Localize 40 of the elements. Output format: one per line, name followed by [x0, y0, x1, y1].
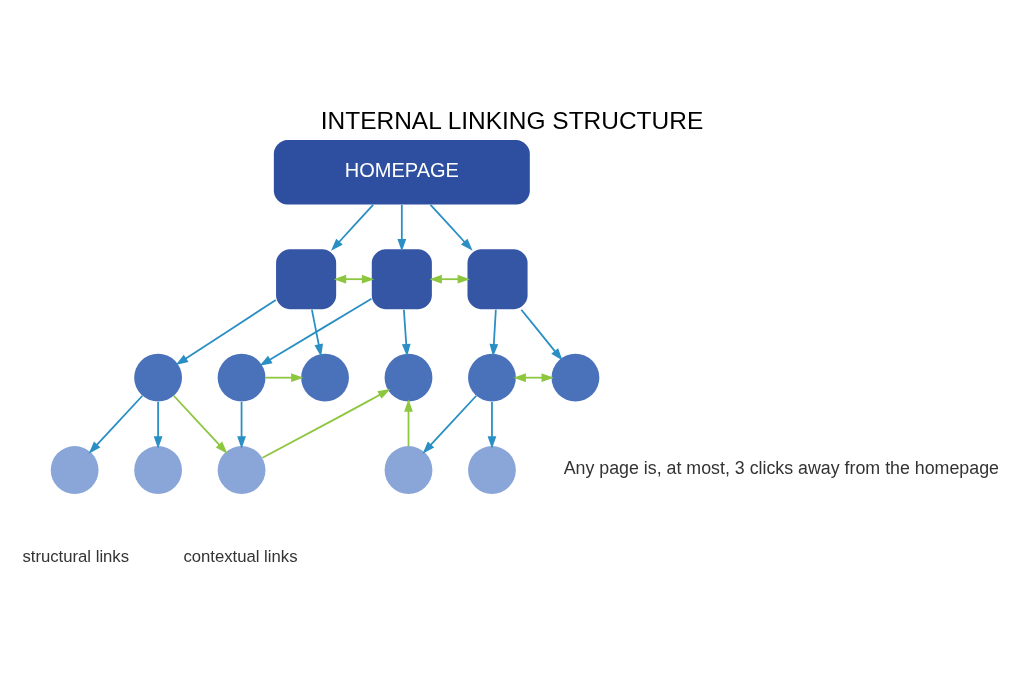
legend-label: contextual links: [183, 547, 298, 567]
label: Any page is, at most, 3 clicks away from the homepage: [563, 458, 999, 479]
node-circle: [384, 353, 433, 402]
node-circle: [301, 353, 349, 402]
node-box: [276, 249, 337, 310]
arrow: [261, 388, 391, 459]
arrow: [175, 299, 277, 366]
node-box: [467, 249, 528, 310]
node-circle: [468, 353, 516, 402]
node-box: HOMEPAGE: [273, 140, 530, 205]
arrow: [513, 373, 555, 383]
arrow: [88, 394, 144, 454]
arrow: [489, 308, 499, 357]
arrow: [520, 308, 563, 361]
node-circle: [134, 446, 182, 494]
legend-label: structural links: [22, 547, 130, 567]
arrow: [429, 274, 471, 284]
arrow: [404, 399, 413, 447]
arrow: [333, 274, 375, 284]
node-circle: [551, 353, 600, 402]
arrow: [153, 401, 163, 449]
arrow: [331, 203, 374, 251]
node-circle: [217, 446, 266, 494]
node-box: [371, 249, 432, 310]
arrow: [264, 373, 304, 383]
node-circle: [134, 353, 182, 402]
arrow: [401, 308, 411, 357]
arrow: [259, 297, 373, 366]
node-circle: [217, 353, 266, 402]
diagram-title: INTERNAL LINKING STRUCTURE: [320, 106, 704, 134]
arrow: [172, 394, 228, 454]
node-circle: [468, 446, 516, 494]
node-circle: [50, 446, 99, 494]
arrow: [429, 203, 473, 251]
arrow: [237, 401, 246, 449]
arrow: [397, 203, 407, 252]
arrow: [311, 308, 323, 357]
node-circle: [384, 446, 433, 494]
arrow: [422, 394, 478, 454]
arrow: [487, 401, 497, 449]
